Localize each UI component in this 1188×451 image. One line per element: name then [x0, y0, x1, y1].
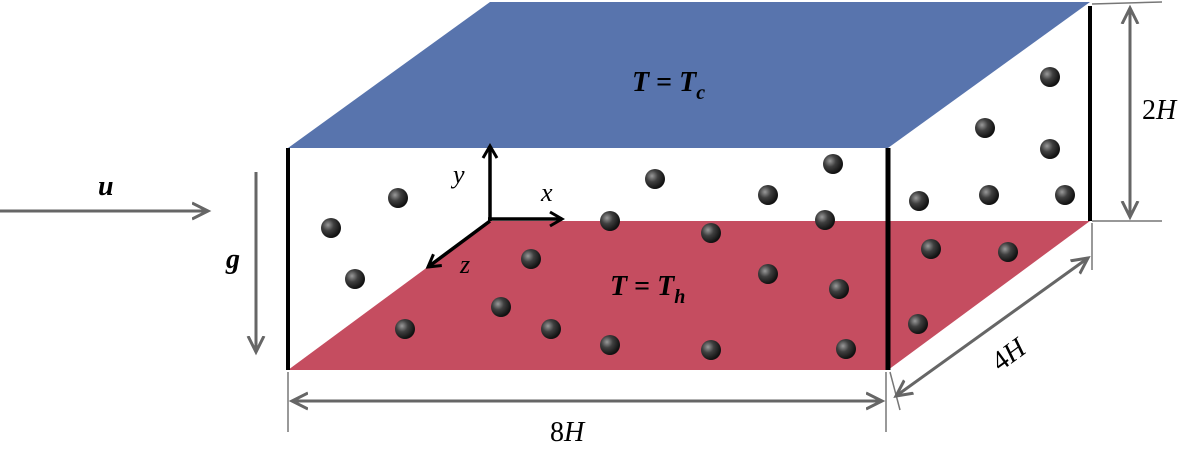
particles	[321, 67, 1075, 360]
particle	[1055, 185, 1075, 205]
bottom-plate-eq: =	[627, 271, 657, 302]
particle	[600, 211, 620, 231]
length-num: 8	[550, 417, 564, 448]
particle	[829, 279, 849, 299]
depth-ext-bottom	[889, 371, 901, 411]
hot-plate	[288, 221, 1090, 370]
axis-z-label: z	[459, 250, 470, 279]
bottom-plate-lhs: T	[610, 271, 629, 302]
particle	[645, 169, 665, 189]
particle	[823, 154, 843, 174]
bottom-plate-sub: h	[674, 286, 685, 308]
particle	[395, 319, 415, 339]
height-unit: H	[1155, 95, 1178, 126]
top-plate-label: T = Tc	[632, 67, 705, 104]
length-unit: H	[563, 417, 586, 448]
particle	[758, 264, 778, 284]
particle	[998, 242, 1018, 262]
particle	[815, 210, 835, 230]
height-num: 2	[1142, 95, 1156, 126]
height-label: 2H	[1142, 95, 1178, 126]
gravity-label: g	[225, 244, 240, 275]
axis-z-arrow	[425, 219, 492, 269]
particle	[979, 185, 999, 205]
axes	[425, 143, 565, 269]
top-plate-lhs: T	[632, 67, 651, 98]
cold-plate	[288, 2, 1090, 148]
particle	[909, 191, 929, 211]
depth-label: 4H	[986, 331, 1033, 377]
length-dimension	[287, 372, 887, 432]
particle	[701, 223, 721, 243]
particle	[1040, 67, 1060, 87]
particle	[908, 314, 928, 334]
axis-x-label: x	[540, 178, 553, 207]
top-plate-sub: c	[696, 82, 705, 104]
particle	[321, 218, 341, 238]
particle	[345, 269, 365, 289]
height-dimension	[1091, 1, 1163, 222]
top-plate-rhs: T	[679, 67, 698, 98]
particle	[975, 118, 995, 138]
particle	[541, 319, 561, 339]
top-plate-eq: =	[649, 67, 679, 98]
bottom-plate-rhs: T	[657, 271, 676, 302]
particle	[921, 239, 941, 259]
axis-y-label: y	[450, 160, 465, 189]
bottom-plate-label: T = Th	[610, 271, 685, 308]
depth-arrow	[896, 258, 1088, 396]
depth-dimension	[889, 223, 1093, 411]
particle	[1040, 139, 1060, 159]
particle	[388, 188, 408, 208]
particle	[491, 297, 511, 317]
height-ext-top	[1091, 1, 1163, 5]
particle	[600, 335, 620, 355]
velocity-label: u	[98, 171, 114, 202]
particle	[758, 185, 778, 205]
particle	[836, 339, 856, 359]
particle	[701, 340, 721, 360]
length-label: 8H	[550, 417, 586, 448]
particle	[521, 249, 541, 269]
